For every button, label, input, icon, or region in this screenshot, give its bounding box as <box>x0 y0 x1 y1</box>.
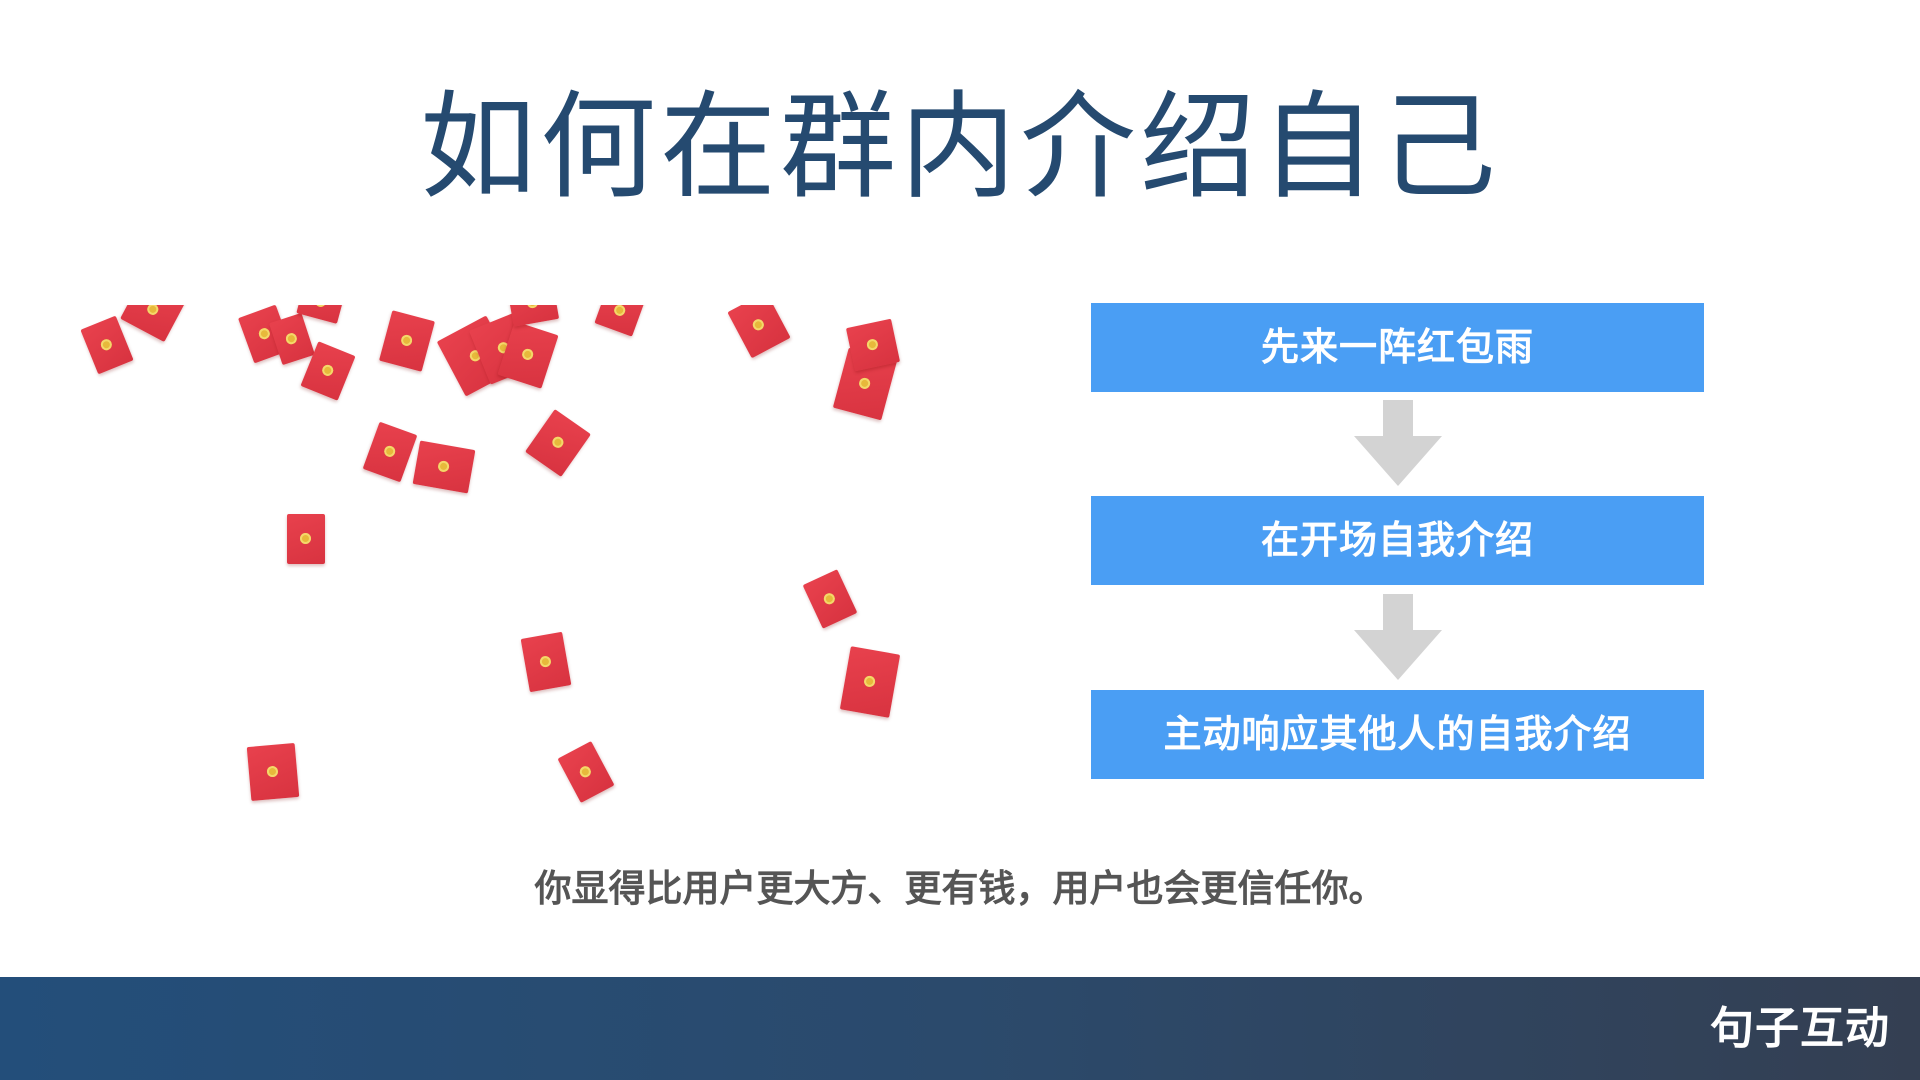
arrow-down-icon <box>1354 594 1442 680</box>
red-envelope-icon <box>520 631 572 693</box>
red-envelope-icon <box>727 305 791 359</box>
step-box-1: 先来一阵红包雨 <box>1091 303 1704 392</box>
red-envelope-rain-illustration <box>80 305 905 820</box>
red-envelope-icon <box>594 305 646 337</box>
step-box-2: 在开场自我介绍 <box>1091 496 1704 585</box>
red-envelope-icon <box>412 440 476 494</box>
red-envelope-icon <box>802 569 858 629</box>
slide-title: 如何在群内介绍自己 <box>420 80 1500 215</box>
red-envelope-icon <box>120 305 186 343</box>
red-envelope-icon <box>845 318 901 372</box>
red-envelope-icon <box>287 514 325 564</box>
red-envelope-icon <box>557 741 615 803</box>
red-envelope-icon <box>506 305 560 327</box>
red-envelope-icon <box>379 310 435 372</box>
red-envelope-icon <box>246 743 300 801</box>
step-box-3: 主动响应其他人的自我介绍 <box>1091 690 1704 779</box>
red-envelope-icon <box>269 312 315 366</box>
red-envelope-icon <box>362 421 418 483</box>
arrow-down-icon <box>1354 400 1442 486</box>
caption-text: 你显得比用户更大方、更有钱，用户也会更信任你。 <box>534 867 1386 910</box>
red-envelope-icon <box>80 315 134 375</box>
red-envelope-icon <box>525 409 591 477</box>
brand-name: 句子互动 <box>1710 1003 1890 1054</box>
red-envelope-icon <box>839 646 901 718</box>
footer-bar: 句子互动 <box>0 977 1920 1080</box>
